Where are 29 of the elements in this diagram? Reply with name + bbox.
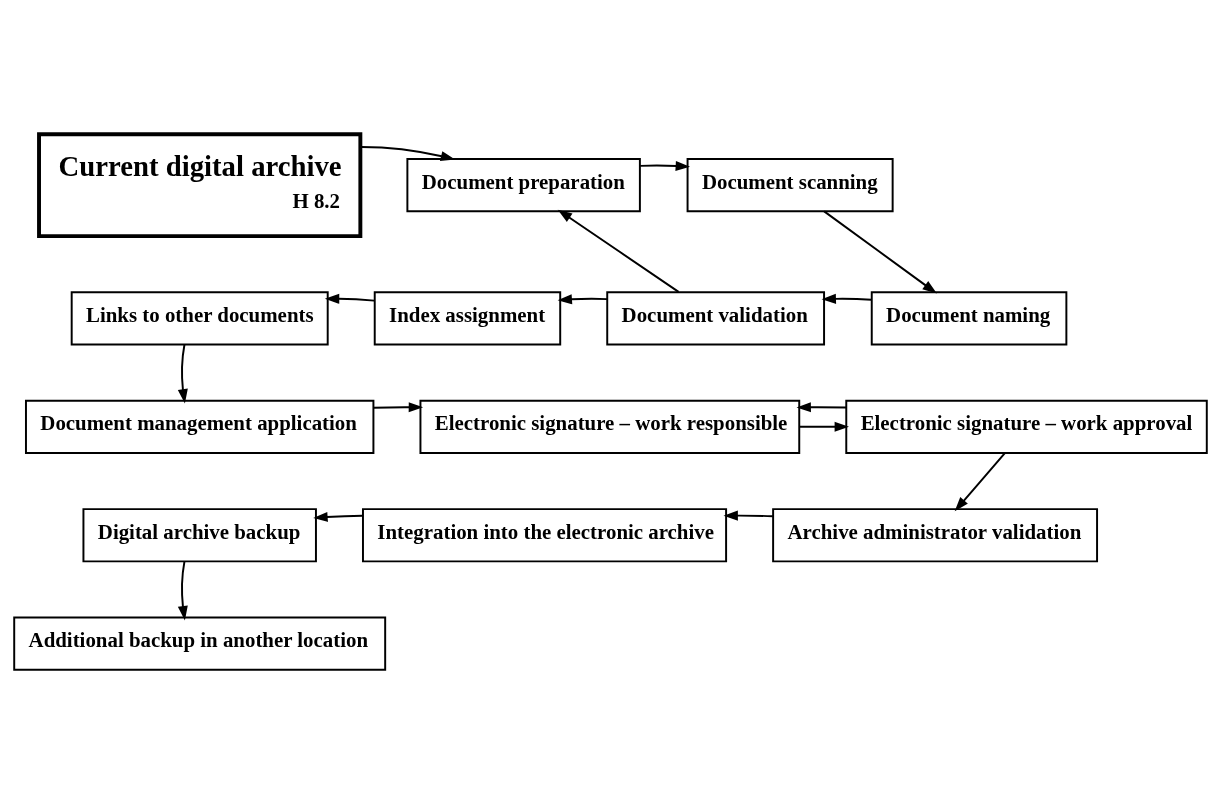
arrow <box>557 209 680 293</box>
arrow <box>177 560 188 621</box>
node-box: Document preparation <box>406 158 641 213</box>
node-box: Electronic signature – work approval <box>845 399 1208 454</box>
node-box: Document naming <box>870 291 1068 346</box>
arrow <box>177 343 188 404</box>
node-box: Document scanning <box>686 158 894 213</box>
arrow <box>798 421 849 432</box>
arrow <box>313 511 364 522</box>
arrow <box>723 510 774 521</box>
node-box: Integration into the electronic archive <box>362 508 728 563</box>
arrow <box>954 452 1006 512</box>
arrow <box>557 294 609 305</box>
node-box: Additional backup in another location <box>13 616 387 671</box>
arrow <box>639 160 691 171</box>
node-box: Digital archive backup <box>82 508 317 563</box>
node-box: Current digital archive H 8.2 <box>37 132 363 239</box>
arrow <box>372 402 424 413</box>
node-box: Electronic signature – work responsible <box>419 399 801 454</box>
node-box: Document management application <box>25 399 375 454</box>
arrow <box>324 293 376 304</box>
node-box: Archive administrator validation <box>772 508 1099 563</box>
arrow <box>359 146 456 162</box>
arrow <box>796 402 847 413</box>
node-box: Document validation <box>606 291 826 346</box>
arrow <box>821 293 873 304</box>
node-box: Links to other documents <box>70 291 329 346</box>
arrow <box>823 210 937 294</box>
node-box: Index assignment <box>373 291 562 346</box>
